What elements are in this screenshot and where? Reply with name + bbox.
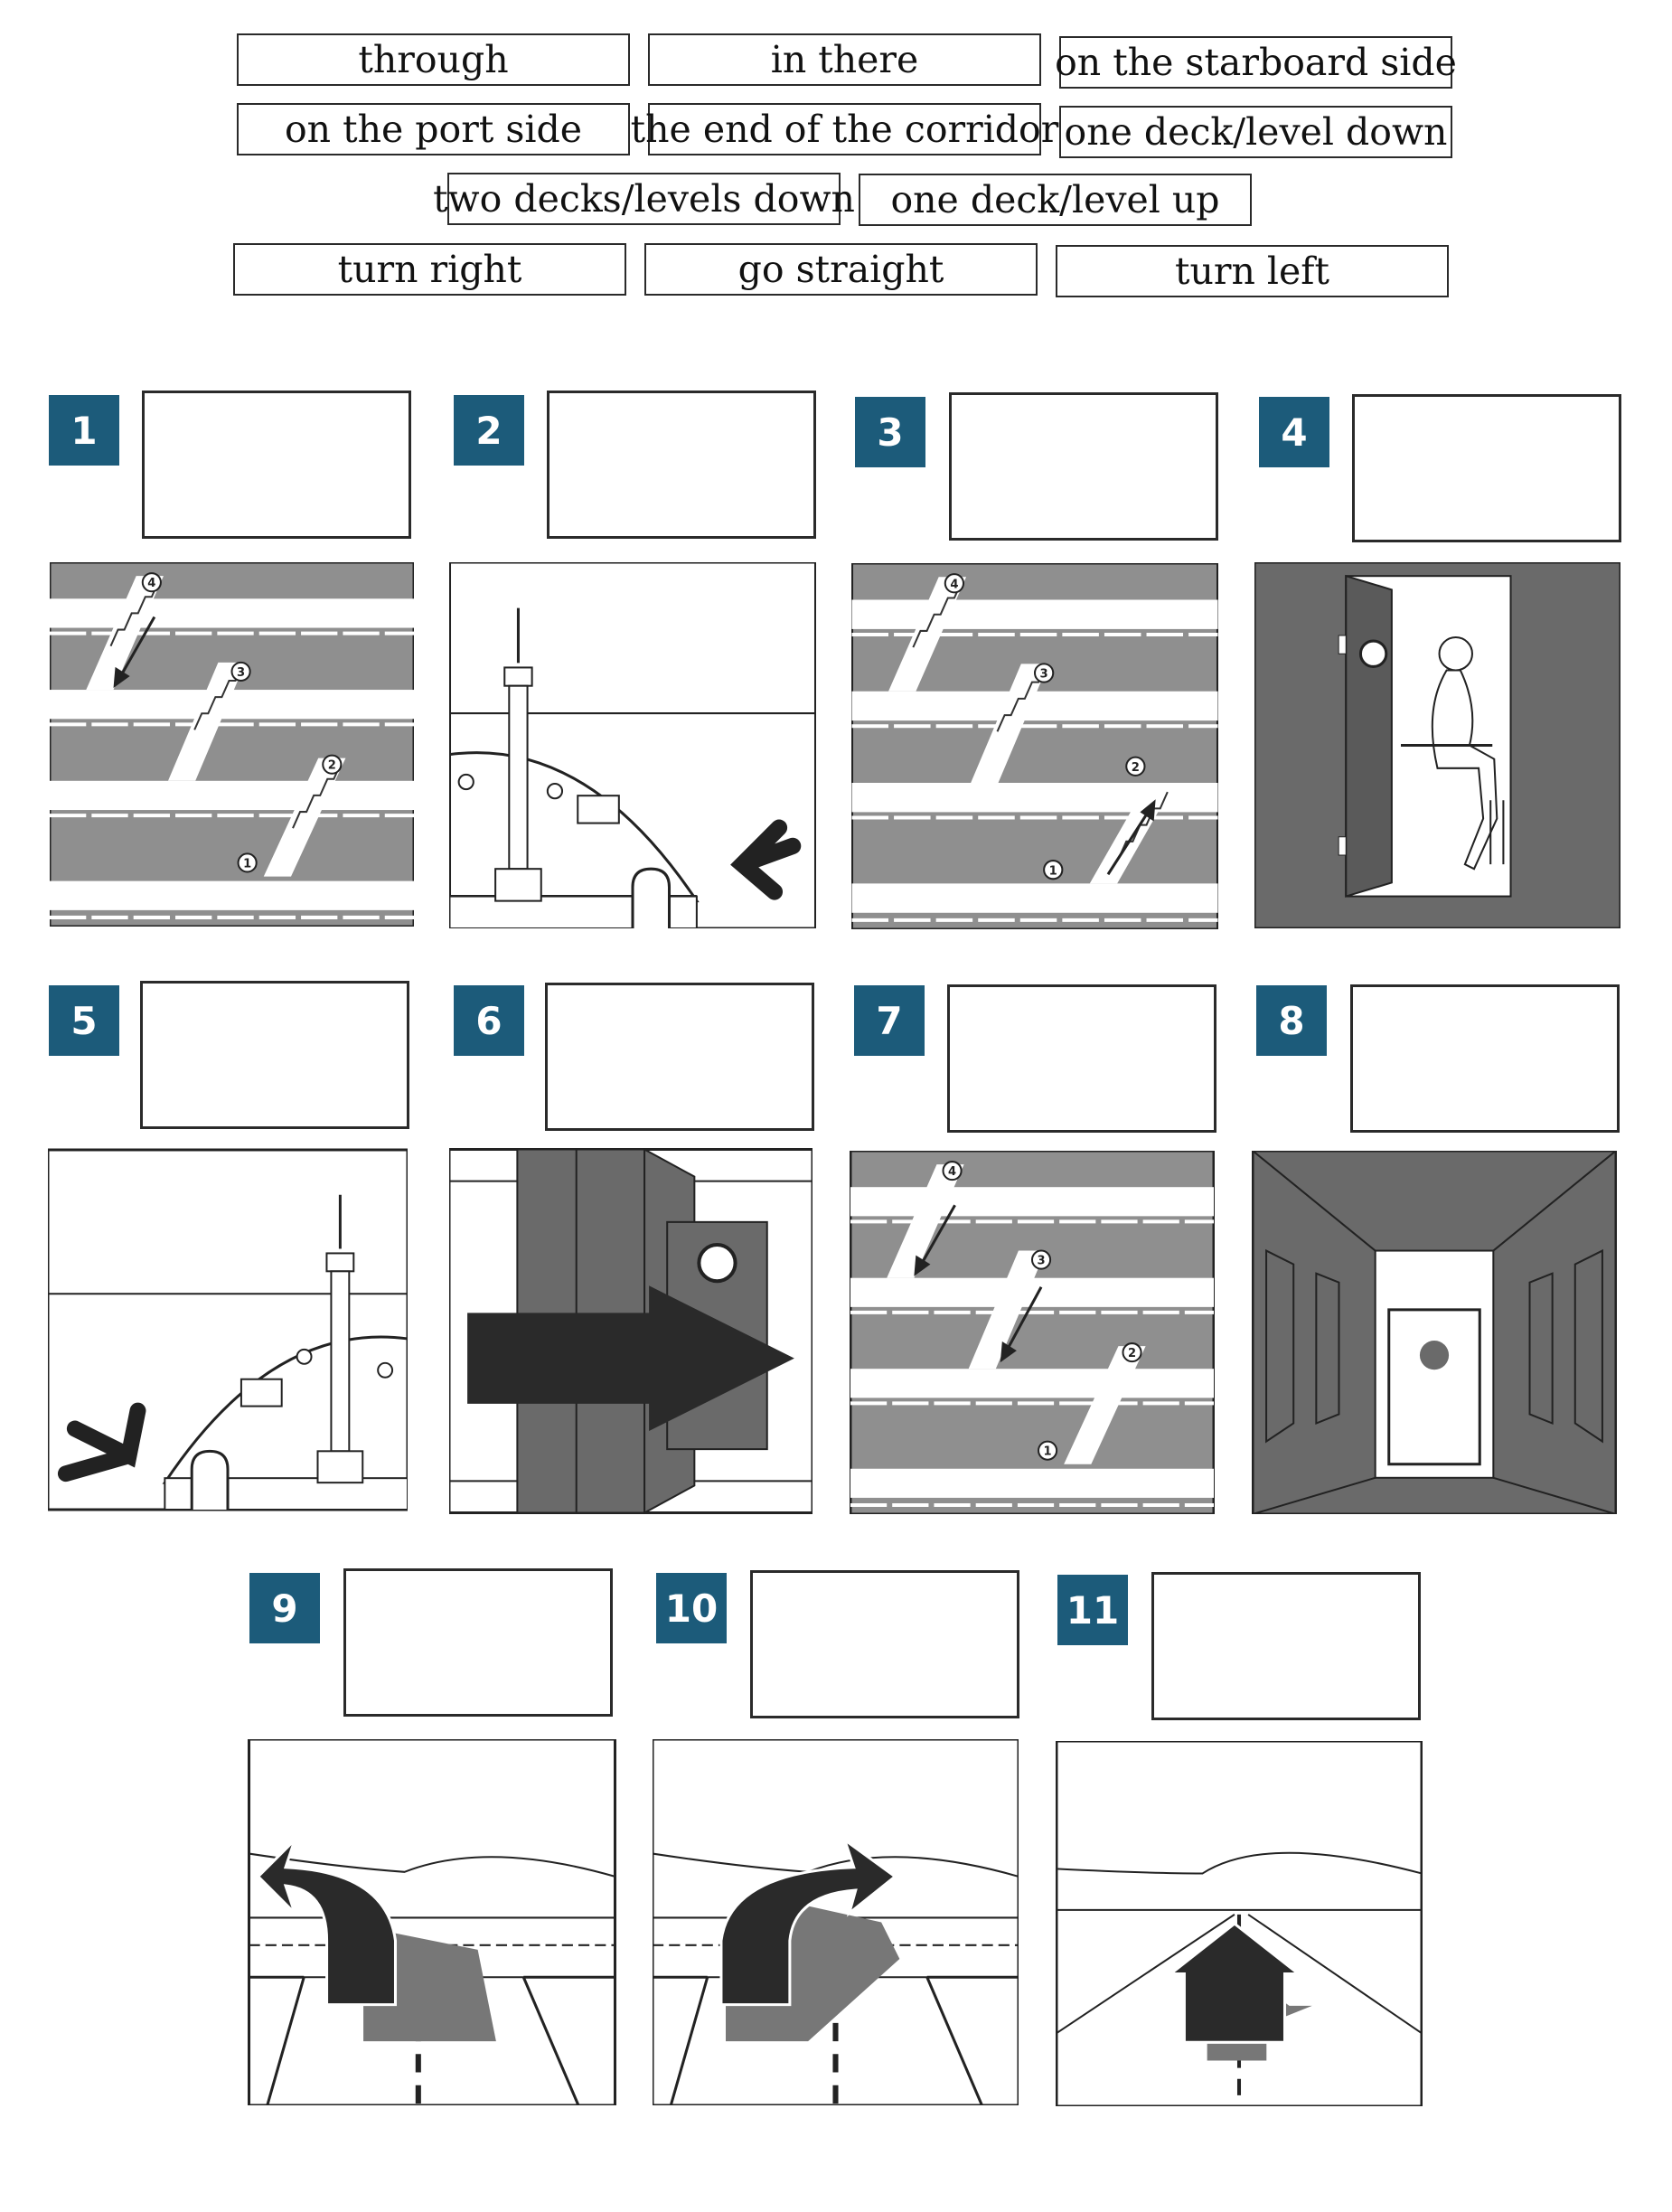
exercise-number-10: 10 [656,1573,727,1643]
exercise-number-11: 11 [1057,1575,1128,1645]
word-box-turn-left: turn left [1056,245,1449,297]
step-label-3: 3 [1040,668,1048,682]
picture-5-ship-bow-arrow-left [48,1148,408,1511]
exercise-number-2: 2 [454,395,524,466]
picture-6-through-door-arrow [449,1148,813,1514]
word-box-in-there: in there [648,33,1041,86]
step-label-4: 4 [948,1165,956,1179]
word-box-one-deck-up: one deck/level up [859,174,1252,226]
step-label-4: 4 [950,578,958,591]
picture-10-turn-right-arrow [653,1739,1019,2105]
word-box-go-straight: go straight [644,243,1038,296]
step-label-2: 2 [328,759,336,773]
answer-box-5[interactable] [140,981,409,1129]
exercise-number-9: 9 [249,1573,320,1643]
step-label-3: 3 [1038,1255,1046,1268]
word-box-end-of-corridor: the end of the corridor [631,103,1058,155]
step-label-1: 1 [243,858,251,871]
exercise-number-7: 7 [854,985,925,1056]
word-box-turn-right: turn right [233,243,626,296]
exercise-number-3: 3 [855,397,925,467]
answer-box-11[interactable] [1151,1572,1421,1720]
word-box-two-decks-down: two decks/levels down [433,173,855,225]
answer-box-4[interactable] [1352,394,1621,542]
answer-box-6[interactable] [545,983,814,1131]
step-label-2: 2 [1128,1347,1136,1360]
word-box-through: through [237,33,630,86]
step-label-4: 4 [147,577,155,590]
picture-4-person-in-room [1254,562,1620,928]
answer-box-7[interactable] [947,984,1216,1133]
answer-box-9[interactable] [343,1568,613,1717]
step-label-1: 1 [1049,864,1057,878]
picture-1-decks-down-arrow: 4 3 2 1 [50,562,414,927]
answer-box-10[interactable] [750,1570,1019,1718]
picture-11-go-straight-arrow [1056,1741,1423,2106]
picture-8-end-of-corridor [1252,1151,1617,1514]
picture-3-decks-up-arrow: 4 3 2 1 [851,563,1218,929]
word-box-starboard: on the starboard side [1055,36,1457,89]
exercise-number-8: 8 [1256,985,1327,1056]
word-box-one-deck-down: one deck/level down [1059,106,1452,158]
step-label-1: 1 [1044,1445,1052,1459]
answer-box-3[interactable] [949,392,1218,541]
exercise-number-6: 6 [454,985,524,1056]
exercise-number-5: 5 [49,985,119,1056]
answer-box-1[interactable] [142,391,411,539]
answer-box-2[interactable] [547,391,816,539]
picture-7-two-decks-down: 4 3 2 1 [850,1151,1215,1514]
word-box-port-side: on the port side [237,103,630,155]
picture-2-ship-bow-arrow [449,562,816,928]
answer-box-8[interactable] [1350,984,1620,1133]
step-label-3: 3 [237,666,245,680]
step-label-2: 2 [1132,761,1140,775]
picture-9-turn-left-arrow [248,1739,616,2105]
exercise-number-4: 4 [1259,397,1329,467]
exercise-number-1: 1 [49,395,119,466]
